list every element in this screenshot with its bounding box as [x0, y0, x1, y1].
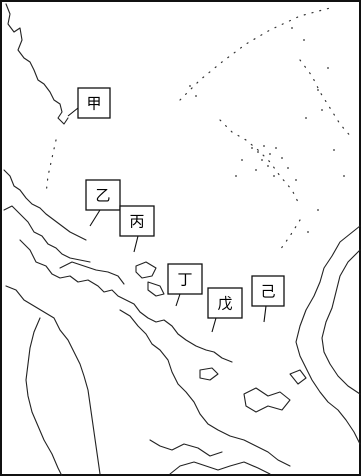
leader-e [211, 317, 217, 333]
label-e: 戊 [217, 295, 232, 313]
coastline-west-upper [5, 3, 69, 125]
callout-a: 甲 [77, 87, 111, 119]
coastline-west-bay [3, 205, 91, 263]
coastline-south [169, 461, 271, 475]
coastline-peninsula [25, 317, 63, 476]
scattered-dots [189, 27, 345, 233]
label-d: 丁 [177, 271, 192, 289]
boundary-central [219, 119, 301, 207]
coastline-west-middle [3, 169, 87, 241]
island-4 [243, 387, 291, 413]
island-3 [199, 367, 219, 381]
island-1 [135, 261, 157, 279]
leader-lines [67, 107, 267, 333]
leader-f [263, 305, 267, 323]
leader-d [175, 293, 181, 307]
coastline-inner-sea [119, 309, 291, 467]
boundary-north [179, 7, 331, 101]
callout-c: 丙 [119, 205, 155, 237]
callout-b: 乙 [85, 179, 121, 211]
label-c: 丙 [129, 213, 144, 231]
leader-a [67, 107, 79, 117]
label-f: 己 [260, 283, 275, 301]
coastline-central [19, 239, 233, 363]
label-a: 甲 [86, 95, 101, 113]
coastline-south-2 [149, 439, 223, 457]
island-5 [289, 369, 307, 385]
boundary-south [279, 219, 301, 251]
callout-e: 戊 [207, 287, 243, 319]
callout-d: 丁 [167, 263, 203, 295]
coastline-east [295, 225, 361, 445]
leader-b [89, 209, 101, 227]
island-2 [147, 281, 165, 297]
coastline-gulf [59, 261, 125, 285]
boundary-northeast [299, 59, 353, 139]
coastline-east-inner [321, 249, 361, 395]
callout-f: 己 [251, 275, 285, 307]
coastline-southwest [5, 285, 101, 475]
leader-c [133, 235, 139, 253]
label-b: 乙 [95, 187, 110, 205]
boundary-west [45, 139, 57, 195]
